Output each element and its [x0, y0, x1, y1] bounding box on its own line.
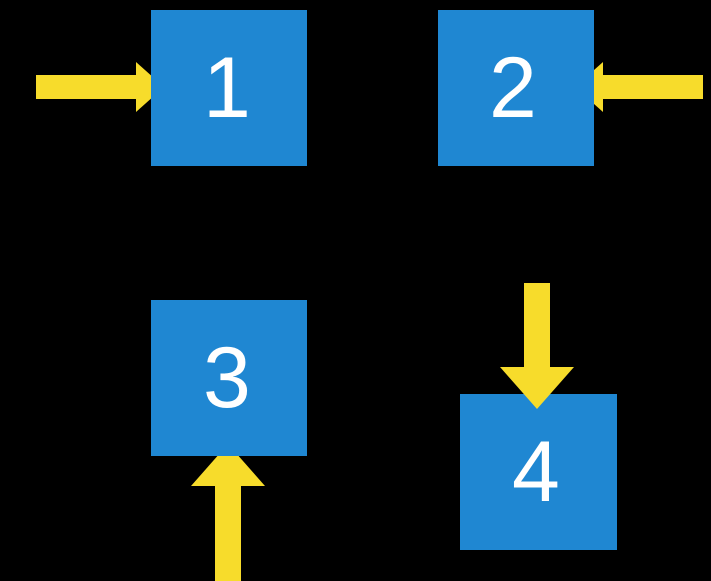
node-label-1: 1 [203, 40, 251, 136]
node-label-3: 3 [203, 330, 251, 426]
node-box-2[interactable] [438, 10, 594, 166]
arrow-into-node-3-icon [191, 444, 265, 581]
arrow-into-node-2-icon [575, 62, 703, 112]
arrow-into-node-1-icon [36, 62, 164, 112]
node-box-3[interactable] [151, 300, 307, 456]
node-box-4[interactable] [460, 394, 617, 550]
node-label-4: 4 [512, 424, 560, 520]
arrow-into-node-4-icon [500, 283, 574, 409]
node-box-1[interactable] [151, 10, 307, 166]
node-label-2: 2 [489, 40, 537, 136]
